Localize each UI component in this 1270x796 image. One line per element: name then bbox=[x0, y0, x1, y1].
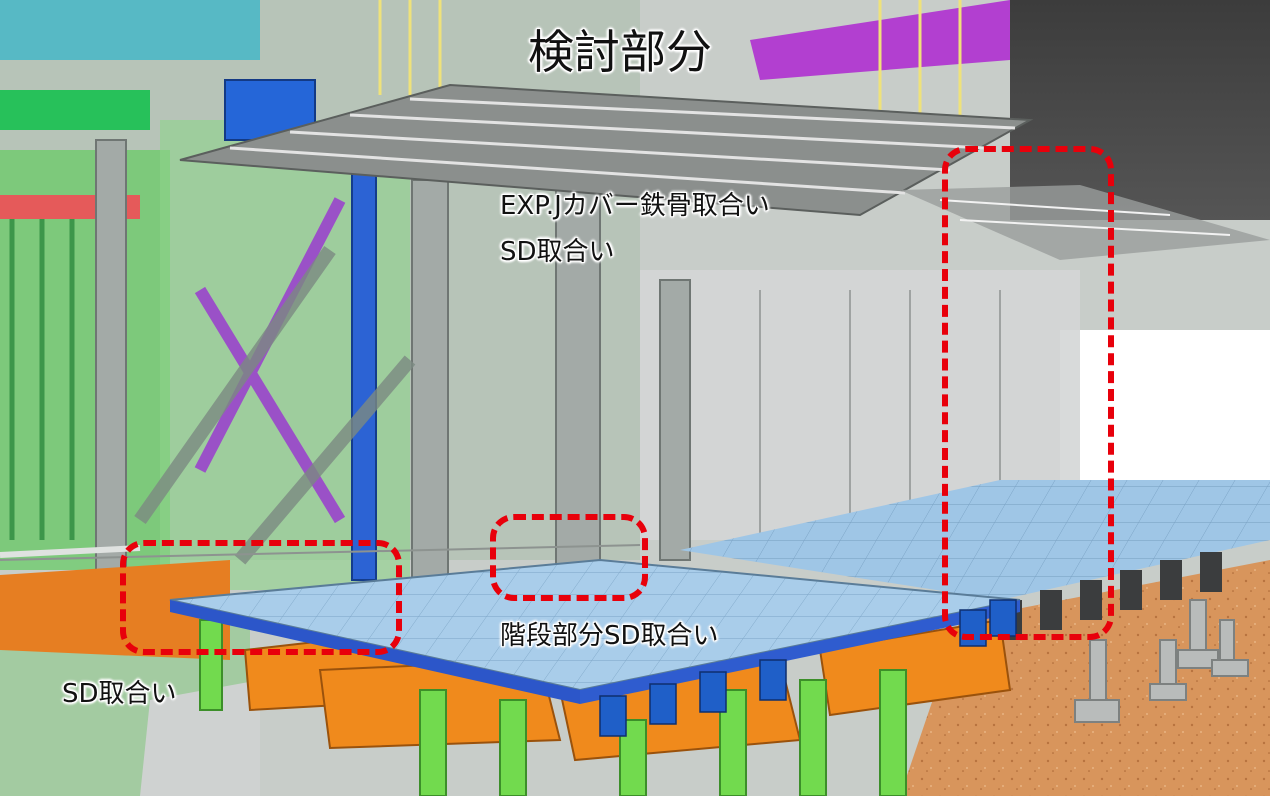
label-sd-connection: SD取合い bbox=[500, 237, 615, 267]
page-title: 検討部分 bbox=[528, 25, 712, 79]
label-stair-sd-connection: 階段部分SD取合い bbox=[500, 621, 719, 651]
label-sd-connection-lower: SD取合い bbox=[62, 679, 177, 709]
label-exp-j-cover: EXP.Jカバー鉄骨取合い bbox=[500, 191, 770, 221]
